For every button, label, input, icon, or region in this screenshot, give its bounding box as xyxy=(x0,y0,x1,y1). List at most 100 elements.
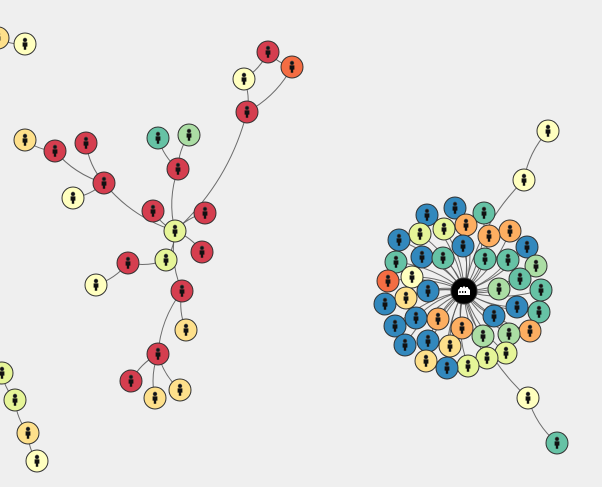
person-icon xyxy=(128,374,134,387)
person-node[interactable] xyxy=(496,248,520,272)
person-node[interactable] xyxy=(119,369,143,393)
person-node[interactable] xyxy=(494,341,518,365)
person-node[interactable] xyxy=(61,186,85,210)
person-node[interactable] xyxy=(416,279,440,303)
person-node[interactable] xyxy=(74,131,98,155)
person-node[interactable] xyxy=(456,354,480,378)
person-node[interactable] xyxy=(518,319,542,343)
person-node[interactable] xyxy=(174,318,198,342)
person-node[interactable] xyxy=(25,449,49,473)
person-icon xyxy=(163,253,169,266)
person-node[interactable] xyxy=(471,324,495,348)
person-icon xyxy=(505,253,511,266)
person-icon xyxy=(524,240,530,253)
person-node[interactable] xyxy=(432,217,456,241)
person-node[interactable] xyxy=(426,307,450,331)
person-node[interactable] xyxy=(177,123,201,147)
person-node[interactable] xyxy=(527,300,551,324)
person-node[interactable] xyxy=(408,222,432,246)
person-node[interactable] xyxy=(545,431,569,455)
person-node[interactable] xyxy=(410,245,434,269)
person-icon xyxy=(199,245,205,258)
person-node[interactable] xyxy=(393,333,417,357)
person-icon xyxy=(12,393,18,406)
person-icon xyxy=(25,426,31,439)
person-node[interactable] xyxy=(454,213,478,237)
person-icon xyxy=(155,347,161,360)
person-node[interactable] xyxy=(190,240,214,264)
person-node[interactable] xyxy=(193,201,217,225)
person-node[interactable] xyxy=(443,196,467,220)
person-node[interactable] xyxy=(497,322,521,346)
person-icon xyxy=(514,300,520,313)
person-node[interactable] xyxy=(373,292,397,316)
person-node[interactable] xyxy=(143,386,167,410)
person-node[interactable] xyxy=(43,139,67,163)
person-node[interactable] xyxy=(383,314,407,338)
person-node[interactable] xyxy=(13,128,37,152)
person-icon xyxy=(385,274,391,287)
person-node[interactable] xyxy=(232,67,256,91)
person-node[interactable] xyxy=(168,378,192,402)
person-node[interactable] xyxy=(394,286,418,310)
person-node[interactable] xyxy=(400,265,424,289)
person-icon xyxy=(125,256,131,269)
person-node[interactable] xyxy=(404,306,428,330)
person-node[interactable] xyxy=(166,157,190,181)
person-node[interactable] xyxy=(0,26,10,50)
person-node[interactable] xyxy=(477,224,501,248)
person-node[interactable] xyxy=(154,248,178,272)
person-icon xyxy=(425,284,431,297)
person-node[interactable] xyxy=(414,349,438,373)
person-node[interactable] xyxy=(451,234,475,258)
person-node[interactable] xyxy=(505,295,529,319)
person-node[interactable] xyxy=(472,201,496,225)
person-node[interactable] xyxy=(116,251,140,275)
person-node[interactable] xyxy=(16,421,40,445)
person-icon xyxy=(382,297,388,310)
person-node[interactable] xyxy=(84,273,108,297)
person-node[interactable] xyxy=(438,334,462,358)
person-node[interactable] xyxy=(280,55,304,79)
person-icon xyxy=(419,250,425,263)
person-icon xyxy=(538,283,544,296)
person-node[interactable] xyxy=(235,100,259,124)
person-node[interactable] xyxy=(473,247,497,271)
person-node[interactable] xyxy=(141,199,165,223)
person-node[interactable] xyxy=(146,342,170,366)
person-node[interactable] xyxy=(529,278,553,302)
person-icon xyxy=(241,72,247,85)
person-node[interactable] xyxy=(92,171,116,195)
person-node[interactable] xyxy=(435,356,459,380)
person-node[interactable] xyxy=(256,40,280,64)
person-icon xyxy=(34,454,40,467)
person-node[interactable] xyxy=(0,361,14,385)
person-node[interactable] xyxy=(163,219,187,243)
person-icon xyxy=(527,324,533,337)
person-node[interactable] xyxy=(515,235,539,259)
person-node[interactable] xyxy=(450,316,474,340)
person-node[interactable] xyxy=(536,119,560,143)
person-node[interactable] xyxy=(524,254,548,278)
person-node[interactable] xyxy=(13,32,37,56)
person-node[interactable] xyxy=(170,279,194,303)
person-node[interactable] xyxy=(516,386,540,410)
person-node[interactable] xyxy=(376,269,400,293)
person-node[interactable] xyxy=(508,267,532,291)
person-node[interactable] xyxy=(512,168,536,192)
person-node[interactable] xyxy=(3,388,27,412)
hub-node[interactable] xyxy=(450,277,478,305)
person-icon xyxy=(463,218,469,231)
person-node[interactable] xyxy=(482,304,506,328)
person-node[interactable] xyxy=(416,329,440,353)
person-node[interactable] xyxy=(387,228,411,252)
person-icon xyxy=(441,222,447,235)
person-node[interactable] xyxy=(146,126,170,150)
person-node[interactable] xyxy=(431,246,455,270)
person-icon xyxy=(22,133,28,146)
person-node[interactable] xyxy=(498,219,522,243)
person-icon xyxy=(202,206,208,219)
person-node[interactable] xyxy=(487,277,511,301)
person-icon xyxy=(545,124,551,137)
